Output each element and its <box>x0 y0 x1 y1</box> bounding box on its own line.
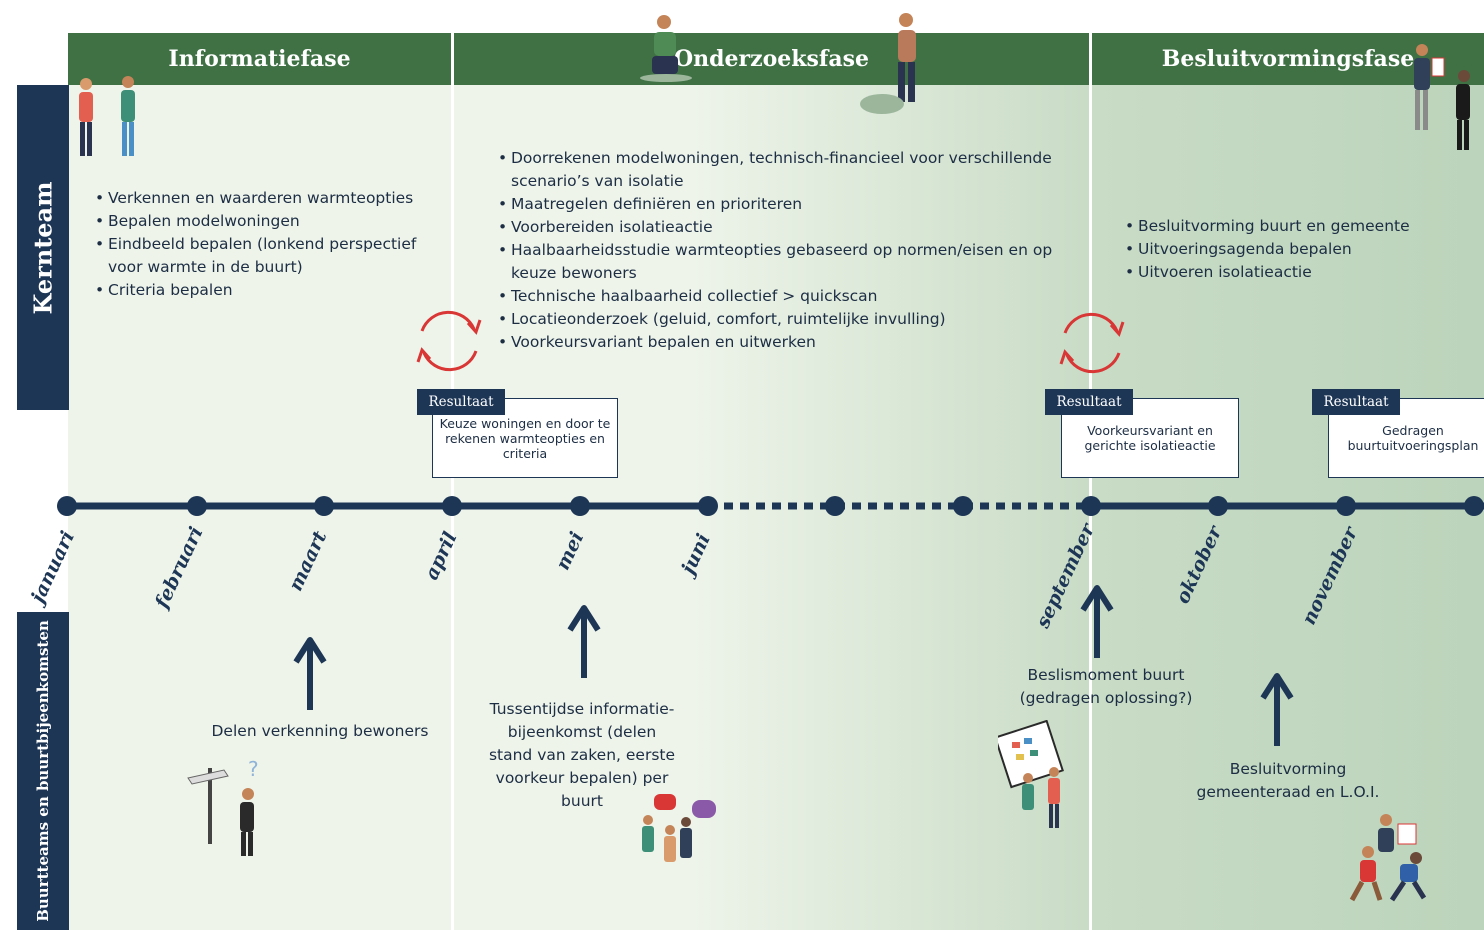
phase-header-onderzoek: Onderzoeksfase <box>454 33 1089 85</box>
timeline-node <box>1081 496 1101 516</box>
task-item: Voorkeursvariant bepalen en uitwerken <box>498 331 1071 354</box>
task-item: Voorbereiden isolatieactie <box>498 216 1071 239</box>
kernteam-label: Kernteam <box>28 181 58 314</box>
task-item: Bepalen modelwoningen <box>95 210 438 233</box>
task-list-informatie: Verkennen en waarderen warmteopties Bepa… <box>94 187 438 302</box>
running-people-illustration-icon <box>1349 814 1427 902</box>
result-text: Gedragen buurtuitvoeringsplan <box>1347 423 1479 453</box>
timeline-node <box>187 496 207 516</box>
cycle-arrows-icon <box>1059 312 1125 374</box>
up-arrow-icon <box>1260 673 1294 746</box>
result-text: Voorkeursvariant en gerichte isolatieact… <box>1084 423 1216 453</box>
people-illustration-icon <box>79 76 135 156</box>
timeline-node <box>698 496 718 516</box>
timeline-node <box>825 496 845 516</box>
whiteboard-illustration-icon <box>998 720 1064 828</box>
task-item: Besluitvorming buurt en gemeente <box>1125 215 1478 238</box>
result-text: Keuze woningen en door te rekenen warmte… <box>439 415 611 461</box>
up-arrow-icon <box>1080 585 1114 658</box>
timeline-node <box>953 496 973 516</box>
task-item: Doorrekenen modelwoningen, technisch-fin… <box>498 147 1071 193</box>
cycle-arrows-icon <box>416 310 482 372</box>
result-tag: Resultaat <box>1045 389 1133 415</box>
task-item: Criteria bepalen <box>95 279 438 302</box>
timeline-node <box>1464 496 1484 516</box>
task-item: Maatregelen definiëren en prioriteren <box>498 193 1071 216</box>
up-arrow-icon <box>567 605 601 678</box>
kernteam-side-label: Kernteam <box>17 85 69 410</box>
phase-divider <box>1089 33 1092 930</box>
result-tag: Resultaat <box>417 389 505 415</box>
result-tag: Resultaat <box>1312 389 1400 415</box>
timeline-node <box>57 496 77 516</box>
result-box: Gedragen buurtuitvoeringsplan <box>1328 398 1484 478</box>
timeline-node <box>314 496 334 516</box>
task-list-onderzoek: Doorrekenen modelwoningen, technisch-fin… <box>497 147 1071 354</box>
task-list-besluit: Besluitvorming buurt en gemeente Uitvoer… <box>1124 215 1478 284</box>
task-item: Eindbeeld bepalen (lonkend perspectief v… <box>95 233 438 279</box>
task-item: Verkennen en waarderen warmteopties <box>95 187 438 210</box>
task-item: Locatieonderzoek (geluid, comfort, ruimt… <box>498 308 1071 331</box>
event-beslismoment-buurt: Beslismoment buurt (gedragen oplossing?) <box>1019 666 1193 707</box>
task-item: Uitvoeringsagenda bepalen <box>1125 238 1478 261</box>
signpost-illustration-icon: ? <box>187 758 259 856</box>
phase-divider <box>451 33 454 930</box>
svg-text:?: ? <box>248 758 259 781</box>
timeline-node <box>1336 496 1356 516</box>
timeline-node <box>1208 496 1228 516</box>
up-arrow-icon <box>293 637 327 710</box>
task-item: Uitvoeren isolatieactie <box>1125 261 1478 284</box>
buurt-side-label: Buurtteams en buurtbijeenkomsten <box>17 612 69 930</box>
phase-header-informatie: Informatiefase <box>68 33 451 85</box>
researcher-illustration-icon <box>860 13 916 114</box>
timeline <box>57 496 1484 516</box>
people-illustration-icon <box>1414 44 1470 150</box>
task-item: Haalbaarheidsstudie warmteopties gebasee… <box>498 239 1071 285</box>
timeline-node <box>570 496 590 516</box>
researcher-illustration-icon <box>640 15 692 82</box>
buurt-label: Buurtteams en buurtbijeenkomsten <box>34 620 52 922</box>
event-tussentijdse-bijeenkomst: Tussentijdse informatie-bijeenkomst (del… <box>488 700 676 810</box>
event-delen-verkenning: Delen verkenning bewoners <box>211 722 429 740</box>
group-meeting-illustration-icon <box>642 794 716 862</box>
timeline-node <box>442 496 462 516</box>
event-besluitvorming-gemeenteraad: Besluitvorming gemeenteraad en L.O.I. <box>1196 760 1380 801</box>
task-item: Technische haalbaarheid collectief > qui… <box>498 285 1071 308</box>
